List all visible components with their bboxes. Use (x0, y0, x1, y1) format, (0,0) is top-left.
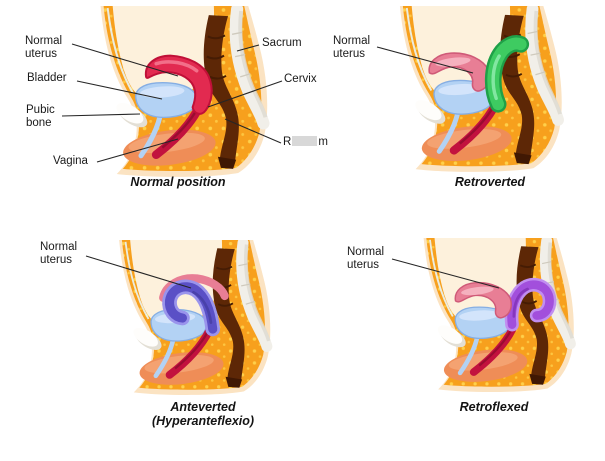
caption-retroflexed: Retroflexed (459, 400, 529, 414)
redaction-box (292, 136, 318, 146)
label-normal-uterus: Normal uterus (347, 246, 385, 271)
illustration-retroflexed (408, 238, 586, 393)
uterus-retroverted (484, 35, 530, 113)
illustration-normal-position (88, 6, 276, 178)
caption-anteverted-line2: (Hyperanteflexio) (151, 414, 255, 429)
label-bladder: Bladder (27, 72, 67, 84)
label-normal-uterus: Normal uterus (25, 35, 63, 60)
caption-anteverted: Anteverted (Hyperanteflexio) (118, 400, 288, 429)
illustration-anteverted (105, 240, 281, 396)
caption-anteverted-line1: Anteverted (170, 400, 236, 414)
caption-normal-position: Normal position (130, 175, 226, 189)
caption-retroverted: Retroverted (454, 175, 526, 189)
label-rectum-suffix: m (318, 136, 328, 148)
label-normal-uterus: Normal uterus (40, 241, 78, 266)
uterus-retroflexed (504, 277, 557, 332)
label-pubic-bone: Pubic bone (26, 104, 55, 129)
label-rectum-prefix: R (283, 136, 292, 148)
illustration-retroverted (388, 6, 570, 173)
label-normal-uterus: Normal uterus (333, 35, 371, 60)
label-vagina: Vagina (53, 155, 88, 167)
label-sacrum: Sacrum (262, 37, 302, 49)
label-cervix: Cervix (284, 73, 317, 85)
